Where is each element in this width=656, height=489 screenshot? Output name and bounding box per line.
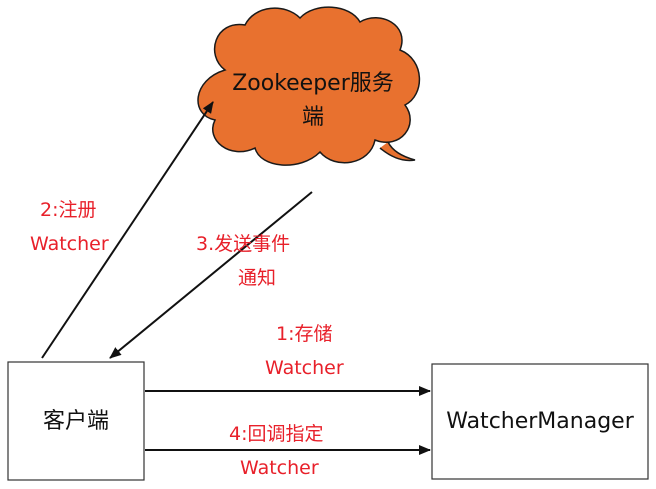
register-label-line1: 2:注册 — [40, 199, 97, 221]
register-arrow — [41, 101, 214, 359]
specify-label: 4:回调指定 Watcher — [229, 423, 324, 479]
register-label-line2: Watcher — [30, 233, 109, 255]
notify-label-line2: 通知 — [238, 267, 276, 289]
watcher-manager-label: WatcherManager — [446, 409, 634, 434]
notify-label: 3.发送事件 通知 — [196, 233, 290, 289]
client-node: 客户端 — [7, 361, 145, 481]
cloud-shape — [197, 6, 421, 166]
server-label-line1: Zookeeper服务 — [232, 71, 394, 96]
specify-label-line2: Watcher — [240, 457, 319, 479]
client-label: 客户端 — [43, 409, 109, 434]
watcher-manager-node: WatcherManager — [431, 363, 649, 480]
store-label: 1:存储 Watcher — [265, 323, 344, 379]
specify-label-line1: 4:回调指定 — [229, 423, 324, 445]
server-label-line2: 端 — [302, 105, 324, 130]
store-label-line2: Watcher — [265, 357, 344, 379]
register-label: 2:注册 Watcher — [30, 199, 109, 255]
zookeeper-server-cloud: Zookeeper服务 端 — [197, 6, 421, 166]
watcher-manager-box — [431, 363, 649, 480]
store-label-line1: 1:存储 — [276, 323, 333, 345]
notify-label-line1: 3.发送事件 — [196, 233, 290, 255]
notify-arrow — [109, 191, 313, 359]
client-box — [7, 361, 145, 481]
